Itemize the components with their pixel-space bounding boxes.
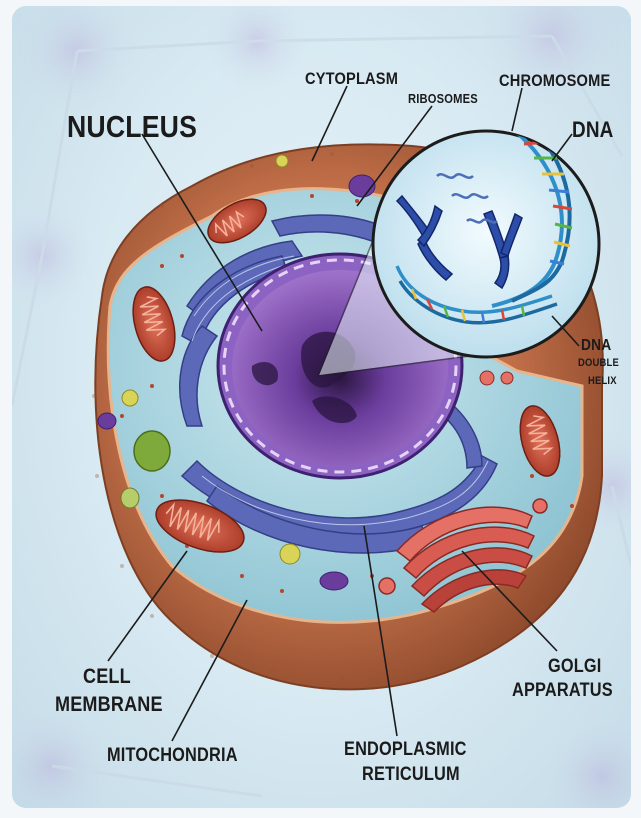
label-nucleus: NUCLEUS: [67, 111, 197, 144]
label-reticulum: RETICULUM: [362, 765, 460, 785]
label-membrane: MEMBRANE: [55, 694, 163, 716]
label-apparatus: APPARATUS: [512, 681, 613, 701]
label-cytoplasm: CYTOPLASM: [305, 70, 398, 88]
label-ribosomes: RIBOSOMES: [408, 92, 478, 106]
label-helix: HELIX: [588, 376, 617, 388]
label-dna-detail: DNA: [581, 338, 611, 355]
label-cell: CELL: [83, 666, 131, 688]
label-golgi: GOLGI: [548, 657, 602, 677]
label-dna: DNA: [572, 118, 614, 141]
label-chromosome: CHROMOSOME: [499, 72, 610, 90]
label-double: DOUBLE: [578, 358, 619, 370]
diagram-card: NUCLEUS CYTOPLASM RIBOSOMES CHROMOSOME D…: [12, 6, 631, 808]
label-endoplasmic: ENDOPLASMIC: [344, 740, 467, 760]
label-mitochondria: MITOCHONDRIA: [107, 746, 238, 766]
